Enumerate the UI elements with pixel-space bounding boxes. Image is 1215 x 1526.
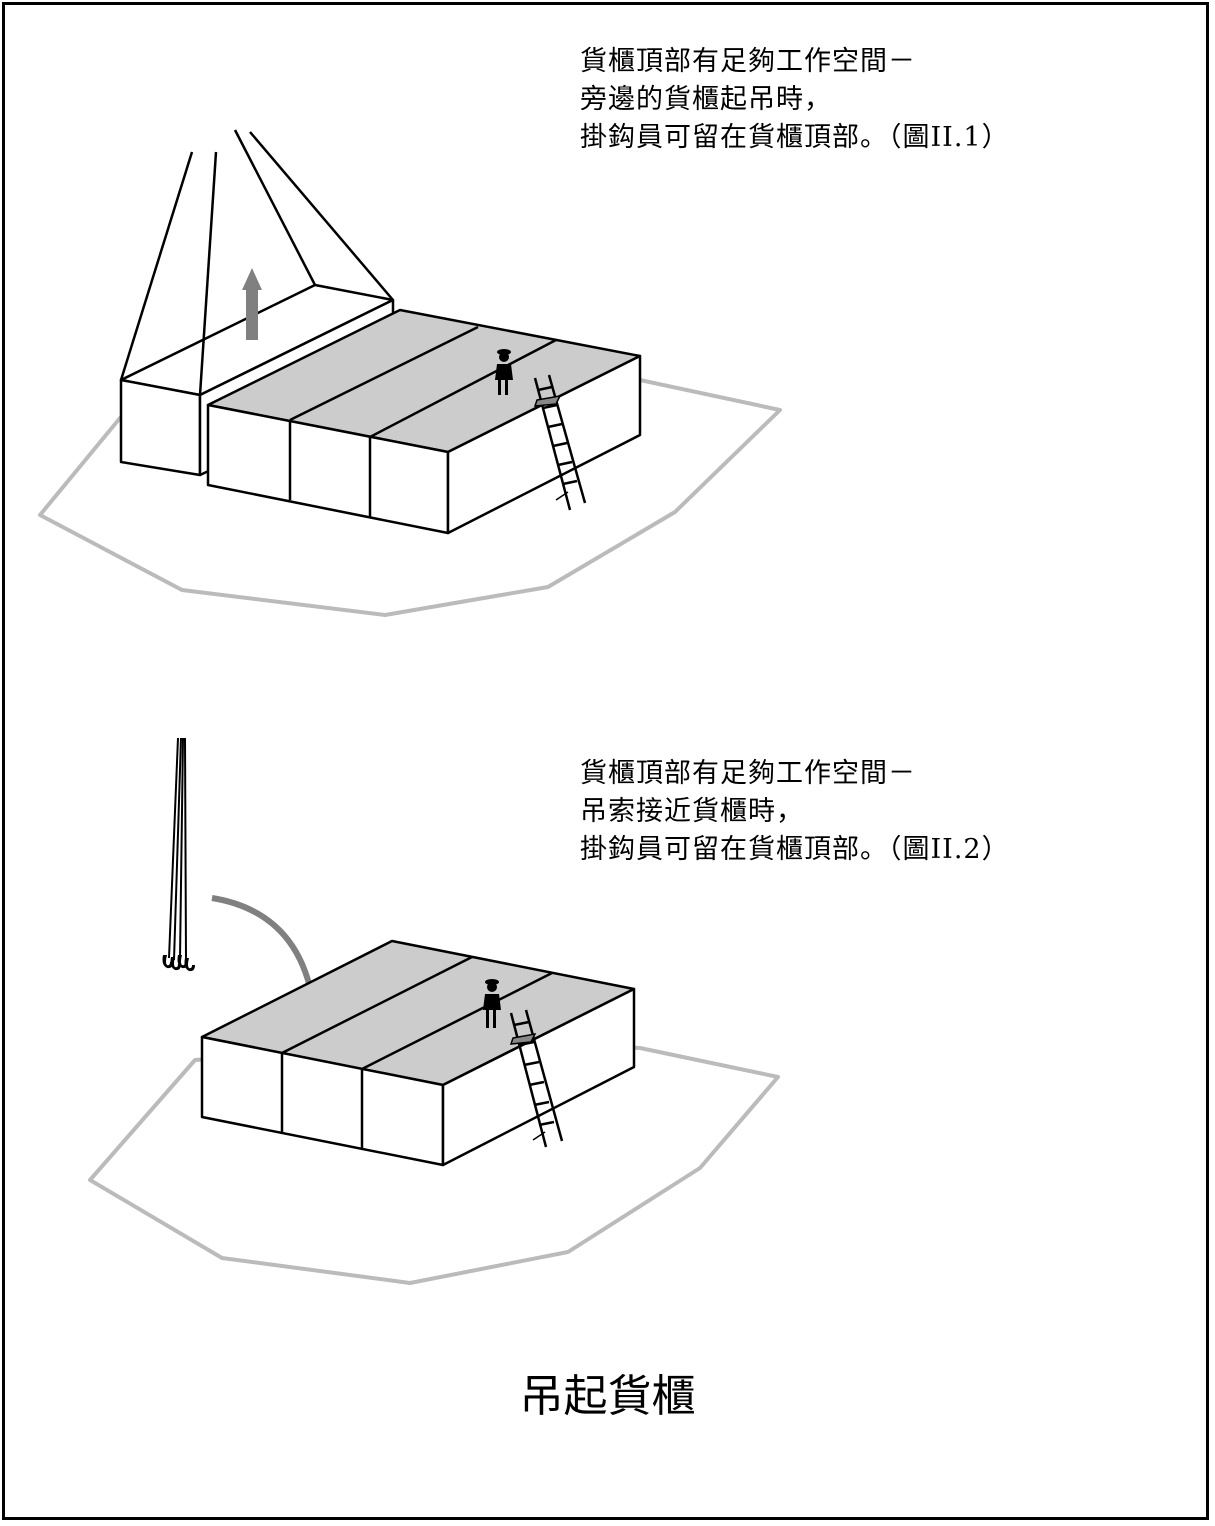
ladder-1 [533, 374, 587, 511]
caption-line: 掛鈎員可留在貨櫃頂部。（圖II.1） [580, 122, 1010, 153]
hanging-slings [168, 737, 187, 961]
container-row-1 [206, 308, 642, 535]
container-row-2 [200, 939, 636, 1167]
lift-arrow [242, 268, 262, 340]
caption-line: 掛鈎員可留在貨櫃頂部。（圖II.2） [580, 834, 1010, 865]
hooks [162, 955, 195, 972]
figure-1-caption: 貨櫃頂部有足夠工作空間－ 旁邊的貨櫃起吊時， 掛鈎員可留在貨櫃頂部。（圖II.1… [580, 43, 1010, 157]
worker-2 [483, 979, 501, 1028]
sling-lines-1 [119, 129, 394, 396]
figure-2 [88, 737, 780, 1285]
ladder-2 [509, 1009, 564, 1148]
caption-line: 旁邊的貨櫃起吊時， [580, 84, 832, 115]
caption-line: 貨櫃頂部有足夠工作空間－ [580, 758, 916, 789]
worker-1 [495, 349, 513, 395]
page-title: 吊起貨櫃 [519, 1371, 696, 1422]
caption-line: 貨櫃頂部有足夠工作空間－ [580, 46, 916, 77]
caption-line: 吊索接近貨櫃時， [580, 796, 804, 827]
figure-2-caption: 貨櫃頂部有足夠工作空間－ 吊索接近貨櫃時， 掛鈎員可留在貨櫃頂部。（圖II.2） [580, 755, 1010, 869]
figure-1 [38, 129, 782, 617]
